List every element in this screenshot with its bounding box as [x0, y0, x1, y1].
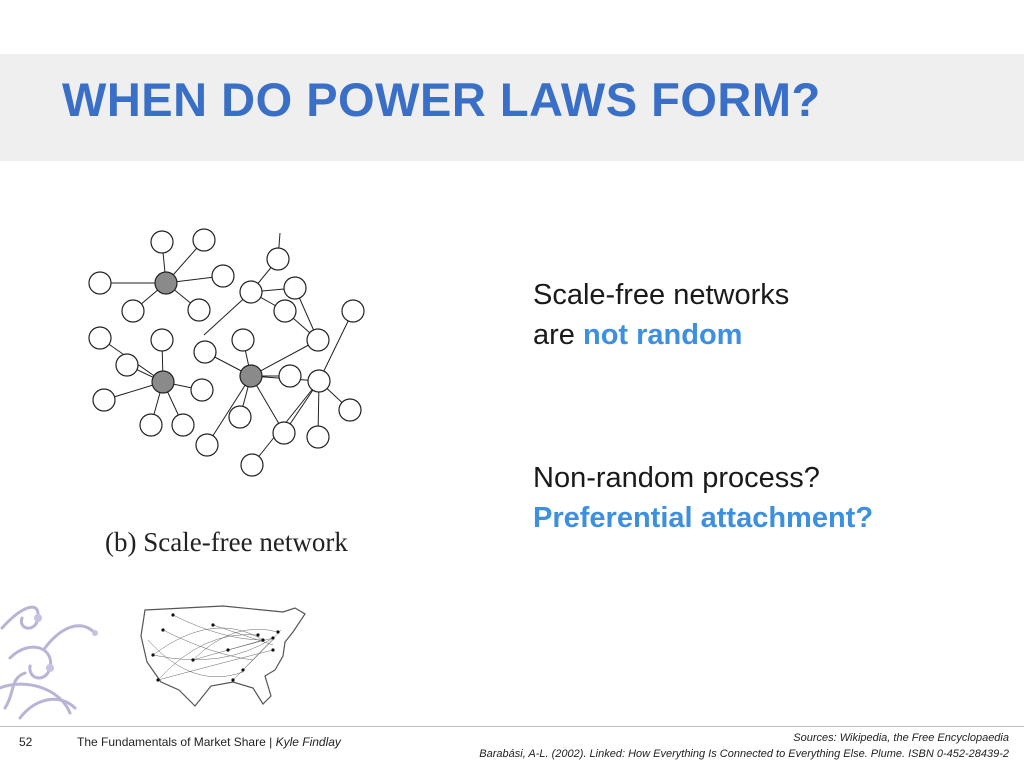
point-1-line-1: Scale-free networks	[533, 279, 790, 311]
us-network-map-icon	[140, 605, 306, 707]
slide-title: WHEN DO POWER LAWS FORM?	[62, 73, 821, 126]
highlight-not-random: not random	[582, 319, 743, 351]
decorative-flourish-icon	[0, 605, 98, 720]
hub-node	[154, 271, 178, 295]
title-band	[0, 54, 1024, 161]
hub-node	[151, 370, 175, 394]
footer-source-2: Barabási, A-L. (2002). Linked: How Every…	[479, 748, 1009, 760]
point-preferential-attachment: Non-random process? Preferential attachm…	[533, 458, 873, 538]
diagram-caption: (b) Scale-free network	[105, 527, 348, 557]
point-1-line-2: are not random	[533, 319, 743, 351]
footer-divider	[0, 726, 1024, 727]
footer-source-1: Sources: Wikipedia, the Free Encyclopaed…	[793, 732, 1009, 744]
point-2-line-1: Non-random process?	[533, 462, 820, 494]
point-not-random: Scale-free networks are not random	[533, 275, 789, 355]
footer-author: Kyle Findlay	[275, 735, 341, 749]
highlight-preferential-attachment: Preferential attachment?	[533, 502, 874, 534]
scale-free-network-diagram	[88, 228, 365, 477]
footer-book-credit: The Fundamentals of Market Share | Kyle …	[77, 735, 341, 749]
hub-node	[239, 364, 263, 388]
page-number: 52	[19, 735, 33, 749]
